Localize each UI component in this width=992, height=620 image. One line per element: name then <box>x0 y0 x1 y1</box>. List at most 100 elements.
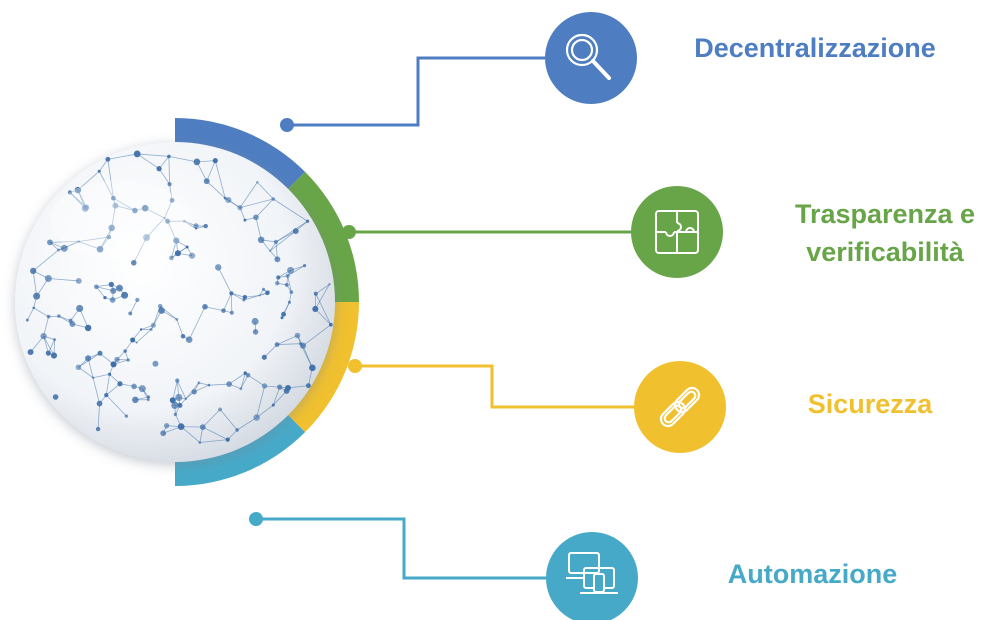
network-node <box>96 245 104 253</box>
network-link <box>176 380 187 400</box>
network-link <box>133 237 147 263</box>
network-link <box>277 343 301 345</box>
network-node <box>44 274 52 283</box>
network-node <box>274 256 281 263</box>
network-link <box>181 426 203 428</box>
network-node <box>276 275 281 280</box>
network-node <box>271 403 275 407</box>
network-link <box>236 417 257 431</box>
network-node <box>152 360 159 367</box>
network-link <box>202 426 228 440</box>
puzzle-icon <box>631 186 723 278</box>
network-node <box>110 287 117 294</box>
network-node <box>50 352 58 359</box>
network-node <box>305 219 310 223</box>
network-node <box>285 273 290 278</box>
network-link <box>92 373 110 379</box>
network-node <box>284 283 289 287</box>
network-link <box>176 319 184 337</box>
network-node <box>109 297 116 303</box>
network-link <box>26 307 35 321</box>
network-node <box>108 224 115 232</box>
network-node <box>294 332 301 339</box>
network-link <box>146 217 165 238</box>
network-link <box>302 324 332 347</box>
network-node <box>184 397 188 401</box>
connector-decentralizzazione <box>280 56 545 132</box>
network-node <box>242 295 248 300</box>
network-node <box>229 291 234 296</box>
network-node <box>33 292 41 300</box>
network-link <box>87 358 94 378</box>
network-node <box>107 372 112 376</box>
network-link <box>206 160 216 182</box>
network-node <box>57 314 61 318</box>
network-link <box>275 220 308 243</box>
network-link <box>255 217 262 240</box>
network-node <box>243 218 247 222</box>
network-node <box>103 295 107 300</box>
network-node <box>174 250 181 257</box>
network-node <box>133 150 141 158</box>
network-node <box>25 318 29 322</box>
network-node <box>214 264 222 271</box>
network-link <box>105 394 127 417</box>
network-link <box>167 221 177 241</box>
network-link <box>43 316 49 337</box>
network-node <box>274 342 280 347</box>
network-link <box>287 275 292 293</box>
network-link <box>169 184 173 201</box>
network-node <box>40 332 47 340</box>
network-link <box>193 384 210 393</box>
network-node <box>163 423 170 429</box>
network-node <box>305 383 311 389</box>
network-link <box>168 156 170 185</box>
network-link <box>172 380 178 401</box>
network-node <box>47 239 53 246</box>
network-node <box>139 328 143 331</box>
network-link <box>214 160 226 199</box>
network-link <box>272 386 281 406</box>
network-node <box>265 291 270 296</box>
connector-trasparenza <box>342 225 632 239</box>
network-node <box>45 350 51 356</box>
network-node <box>271 197 276 201</box>
network-node <box>197 381 201 385</box>
network-node <box>287 266 295 274</box>
network-node <box>175 393 183 402</box>
network-link <box>77 170 100 191</box>
network-node <box>135 297 140 302</box>
network-node <box>56 248 60 252</box>
network-node <box>185 336 193 343</box>
network-link <box>257 181 274 200</box>
network-node <box>138 385 146 393</box>
network-node <box>46 314 51 319</box>
network-link <box>136 329 152 343</box>
network-node <box>253 214 259 221</box>
network-node <box>135 341 138 344</box>
network-node <box>52 394 59 400</box>
label-line-2: verificabilità <box>806 237 964 267</box>
network-node <box>173 237 180 244</box>
network-node <box>165 218 171 224</box>
label-sicurezza: Sicurezza <box>807 389 933 419</box>
network-node <box>221 308 226 313</box>
network-node <box>131 383 137 390</box>
network-link <box>273 198 308 222</box>
network-link <box>92 377 100 404</box>
network-node <box>130 260 137 266</box>
network-link <box>239 181 258 208</box>
network-link <box>223 293 232 311</box>
ring-segment-blue <box>175 118 306 190</box>
network-link <box>314 284 330 310</box>
network-node <box>69 321 76 327</box>
network-link <box>244 295 260 298</box>
network-node <box>251 317 259 325</box>
network-node <box>32 306 35 310</box>
network-node <box>105 156 111 162</box>
network-link <box>136 153 160 170</box>
network-node <box>229 310 234 315</box>
network-node <box>111 195 116 201</box>
network-node <box>74 186 82 194</box>
